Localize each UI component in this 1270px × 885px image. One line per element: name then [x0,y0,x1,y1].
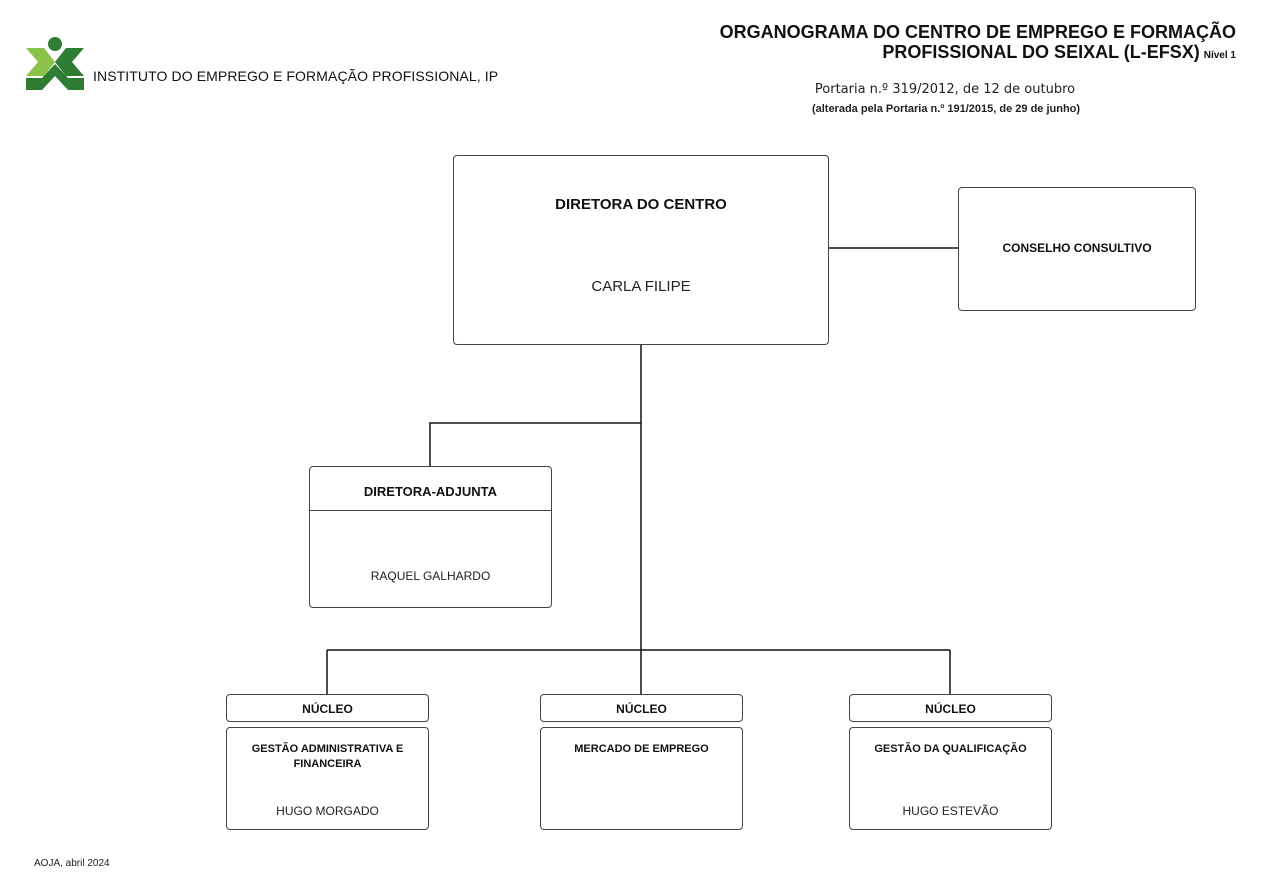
deputy-director-box: DIRETORA-ADJUNTA RAQUEL GALHARDO [309,466,552,608]
level-label: Nível 1 [1203,50,1236,61]
advisory-council-box: CONSELHO CONSULTIVO [958,187,1196,311]
deputy-connector [429,422,641,466]
portaria-reference: Portaria n.º 319/2012, de 12 de outubro [814,82,1076,97]
nucleo-2-header-label: NÚCLEO [616,702,667,716]
nucleo-1-title: GESTÃO ADMINISTRATIVA E FINANCEIRA [251,743,404,770]
footer-note: AOJA, abril 2024 [34,858,110,869]
deputy-divider [310,510,551,511]
nucleo-3-name: HUGO ESTEVÃO [902,804,999,818]
director-box: DIRETORA DO CENTRO CARLA FILIPE [453,155,829,345]
nucleo-3-header: NÚCLEO [849,694,1052,722]
deputy-director-title: DIRETORA-ADJUNTA [363,484,498,499]
nucleo-3-header-label: NÚCLEO [925,702,976,716]
deputy-director-name: RAQUEL GALHARDO [370,569,491,583]
advisory-council-title: CONSELHO CONSULTIVO [1002,241,1152,255]
nucleo-1-box: GESTÃO ADMINISTRATIVA E FINANCEIRA HUGO … [226,727,429,830]
portaria-amendment-note: (alterada pela Portaria n.º 191/2015, de… [811,103,1081,115]
nucleo-1-name: HUGO MORGADO [276,804,379,818]
title-text: ORGANOGRAMA DO CENTRO DE EMPREGO E FORMA… [719,22,1236,62]
director-name: CARLA FILIPE [591,278,691,295]
iefp-logo-icon [26,37,84,90]
nucleo-2-header: NÚCLEO [540,694,743,722]
nucleo-2-title: MERCADO DE EMPREGO [574,743,709,755]
organization-name: INSTITUTO DO EMPREGO E FORMAÇÃO PROFISSI… [93,68,499,84]
nucleo-2-box: MERCADO DE EMPREGO [540,727,743,830]
director-title: DIRETORA DO CENTRO [555,196,727,213]
nucleo-3-box: GESTÃO DA QUALIFICAÇÃO HUGO ESTEVÃO [849,727,1052,830]
nucleo-1-header-label: NÚCLEO [302,702,353,716]
page-title: ORGANOGRAMA DO CENTRO DE EMPREGO E FORMA… [596,22,1236,66]
nucleo-3-title: GESTÃO DA QUALIFICAÇÃO [874,743,1027,755]
nucleo-1-header: NÚCLEO [226,694,429,722]
